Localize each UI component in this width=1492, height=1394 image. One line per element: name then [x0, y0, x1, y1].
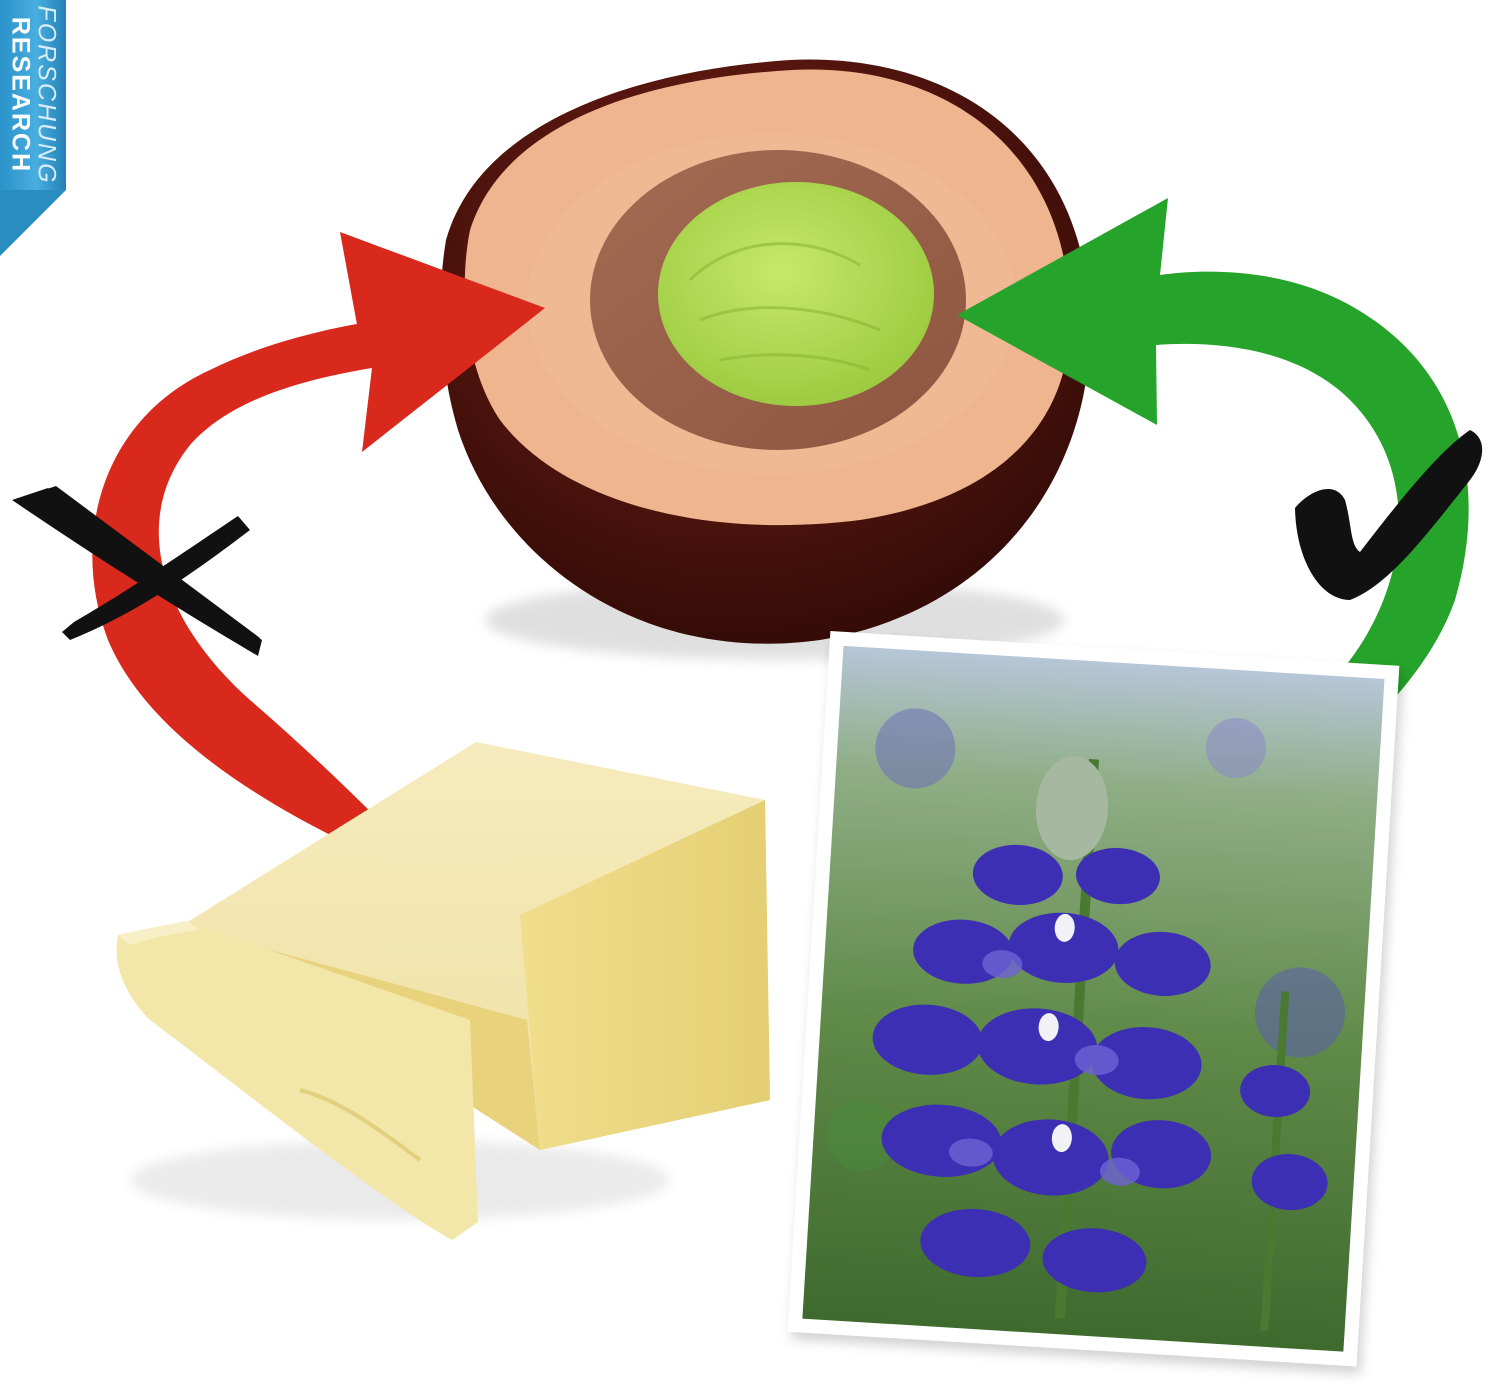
praline-cross-section — [441, 60, 1090, 660]
butter-block — [117, 742, 770, 1240]
lupin-flowers-photo — [787, 631, 1403, 1374]
